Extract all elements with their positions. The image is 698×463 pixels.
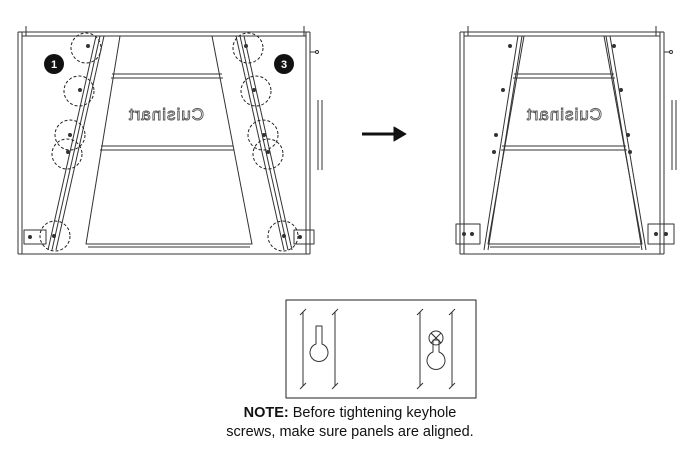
keyhole-callout	[51, 138, 83, 170]
svg-text:1: 1	[51, 59, 57, 71]
svg-text:Cuisinart: Cuisinart	[526, 105, 602, 124]
keyhole-callout	[70, 32, 102, 64]
note-line-1: NOTE: Before tightening keyhole	[200, 404, 500, 423]
svg-text:Cuisinart: Cuisinart	[128, 105, 204, 124]
keyhole-callout	[267, 220, 299, 252]
arrow-right-icon	[362, 126, 407, 142]
keyhole-callout	[247, 119, 279, 151]
keyhole-detail	[285, 299, 477, 399]
screw-icon	[428, 330, 444, 346]
keyhole-callout	[240, 75, 272, 107]
keyhole-callout	[54, 119, 86, 151]
right-brand-mark: Cuisinart	[526, 105, 603, 125]
step-badge-3: 3	[274, 54, 294, 74]
step-badge-1: 1	[44, 54, 64, 74]
note-line-2: screws, make sure panels are aligned.	[226, 424, 474, 440]
right-assembly	[455, 26, 677, 255]
keyhole-callout	[252, 138, 284, 170]
keyhole-callout	[232, 32, 264, 64]
keyhole-icon	[309, 325, 329, 362]
keyhole-callout	[39, 220, 71, 252]
left-brand-mark: Cuisinart	[128, 105, 205, 125]
svg-text:3: 3	[281, 59, 287, 71]
note-text-1: Before tightening keyhole	[292, 405, 457, 421]
note-label: NOTE:	[243, 405, 289, 421]
assembly-note: NOTE: Before tightening keyhole screws, …	[200, 404, 500, 442]
keyhole-callout	[63, 75, 95, 107]
left-assembly	[17, 26, 323, 255]
